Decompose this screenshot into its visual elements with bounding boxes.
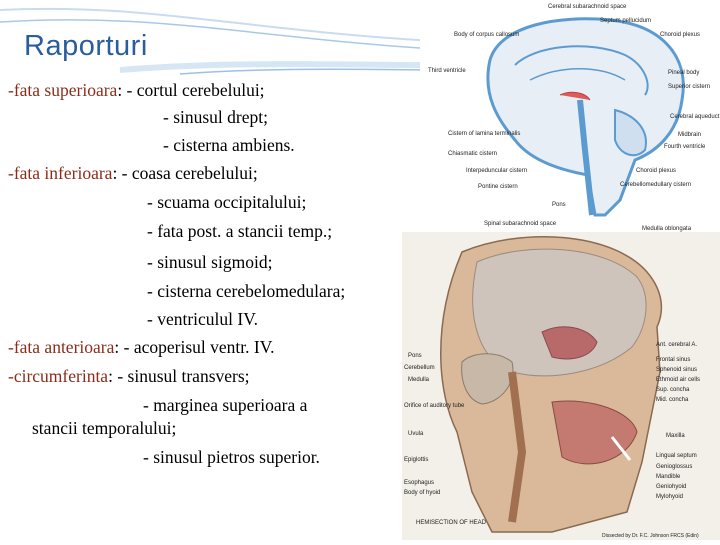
text-line: -fata anterioara: - acoperisul ventr. IV… [8,337,274,358]
text-line: - cisterna ambiens. [163,135,295,155]
label-r8: Lingual septum [656,453,697,459]
label-spinal-subarachnoid-space: Spinal subarachnoid space [484,221,557,227]
label-cistern-lamina-terminalis: Cistern of lamina terminalis [448,131,520,137]
text-line: - sinusul pietros superior. [143,447,320,467]
label-superior-cistern: Superior cistern [668,84,710,90]
label-r9: Genioglossus [656,464,692,470]
label-epiglottis: Epiglottis [404,457,428,463]
label-orifice: Orifice of auditory tube [404,403,465,409]
text-line: - sinusul drept; [163,107,268,127]
text-line: - ventriculul IV. [147,309,258,329]
term-fata-superioara: -fata superioara [8,80,118,100]
label-pontine-cistern: Pontine cistern [478,184,518,190]
line-rest: : - sinusul transvers; [108,366,250,386]
label-choroid-plexus-2: Choroid plexus [636,168,676,174]
label-r10: Mandible [656,474,681,480]
label-pineal-body: Pineal body [668,70,699,76]
text-line: - sinusul sigmoid; [147,252,273,272]
label-body-of-hyoid: Body of hyoid [404,490,440,496]
head-hemisection-figure: Pons Cerebellum Medulla Orifice of audit… [402,232,720,540]
figure-credit: Dissected by Dr. F.C. Johnson FRCS (Edin… [602,533,699,539]
label-choroid-plexus: Choroid plexus [660,32,700,38]
label-r7: Maxilla [666,433,685,439]
label-chiasmatic-cistern: Chiasmatic cistern [448,151,497,157]
line-rest: : - cortul cerebelului; [117,80,265,100]
label-medulla-oblongata: Medulla oblongata [642,226,692,232]
brain-sagittal-drawing: Cerebral subarachnoid space Septum pellu… [428,4,720,232]
label-uvula: Uvula [408,431,424,437]
line-rest: : - acoperisul ventr. IV. [114,337,275,357]
label-r6: Mid. concha [656,397,689,403]
label-cerebral-subarachnoid-space: Cerebral subarachnoid space [548,4,627,10]
label-cerebral-aqueduct: Cerebral aqueduct [670,114,720,120]
text-line: - cisterna cerebelomedulara; [147,281,346,301]
text-line: stancii temporalului; [32,418,177,438]
text-line: -fata inferioara: - coasa cerebelului; [8,163,258,184]
label-body-corpus-callosum: Body of corpus callosum [454,32,519,38]
label-cerebellomedullary-cistern: Cerebellomedullary cistern [620,182,691,188]
label-cerebellum: Cerebellum [404,365,435,371]
term-fata-inferioara: -fata inferioara [8,163,113,183]
label-r4: Ethmoid air cells [656,377,700,383]
label-fourth-ventricle: Fourth ventricle [664,144,706,150]
label-interpeduncular-cistern: Interpeduncular cistern [466,168,527,174]
text-line: -fata superioara: - cortul cerebelului; [8,80,265,101]
label-pons: Pons [552,202,566,208]
text-line: - scuama occipitalului; [147,192,307,212]
label-medulla: Medulla [408,377,430,383]
label-r3: Sphenoid sinus [656,367,697,373]
slide-title: Raporturi [24,30,148,62]
label-septum-pellucidum: Septum pellucidum [600,18,651,24]
csf-sagittal-figure: Cerebral subarachnoid space Septum pellu… [420,0,720,236]
text-line: - fata post. a stancii temp.; [147,221,333,241]
head-hemisection-drawing: Pons Cerebellum Medulla Orifice of audit… [404,235,700,539]
label-r12: Mylohyoid [656,494,683,500]
label-r2: Frontal sinus [656,357,690,363]
text-line: - marginea superioara a [143,395,308,415]
label-r5: Sup. concha [656,387,690,393]
label-midbrain: Midbrain [678,132,701,138]
label-r1: Ant. cerebral A. [656,342,697,348]
term-fata-anterioara: -fata anterioara [8,337,115,357]
label-r11: Geniohyoid [656,484,686,490]
text-line: -circumferinta: - sinusul transvers; [8,366,250,387]
label-third-ventricle: Third ventricle [428,68,466,74]
term-circumferinta: -circumferinta [8,366,109,386]
label-esophagus: Esophagus [404,480,434,486]
figure-caption: HEMISECTION OF HEAD [416,520,487,526]
line-rest: : - coasa cerebelului; [112,163,258,183]
label-pons-2: Pons [408,353,422,359]
